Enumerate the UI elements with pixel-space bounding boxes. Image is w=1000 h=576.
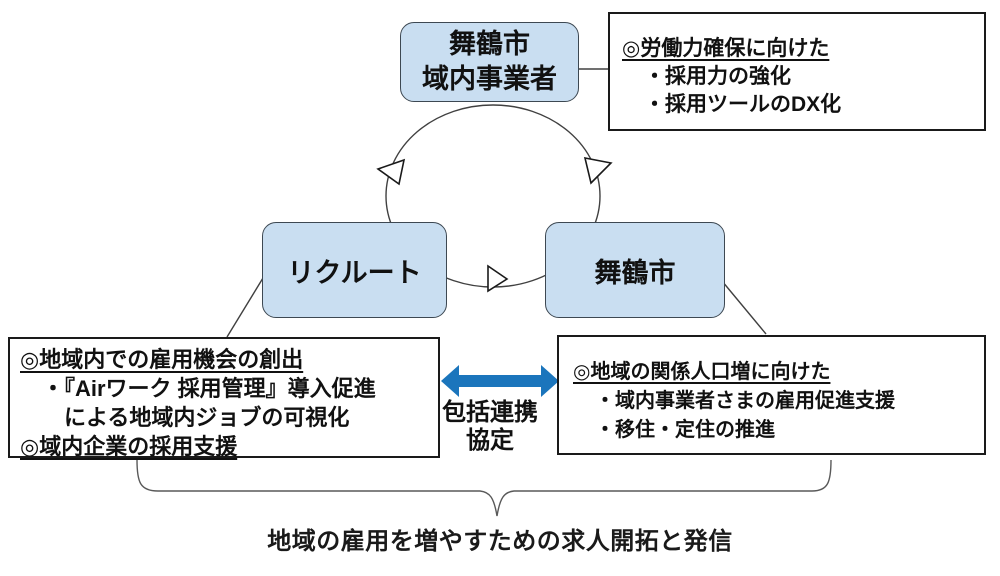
note-bullet: ・域内事業者さまの雇用促進支援 — [595, 390, 895, 412]
cycle-arrowhead-bottom-icon — [487, 264, 509, 293]
connector-city-to-note — [721, 280, 767, 335]
note-bullet: ・採用力の強化 — [644, 65, 791, 88]
note-bullet: ・『Airワーク 採用管理』導入促進 — [42, 376, 376, 401]
node-label: 舞鶴市 — [594, 257, 676, 288]
node-maizuru-city: 舞鶴市 — [545, 222, 725, 318]
partnership-agreement-label: 包括連携 協定 — [426, 399, 554, 455]
bottom-brace — [136, 459, 832, 517]
note-heading: ◎地域の関係人口増に向けた — [573, 361, 831, 383]
note-heading: ◎域内企業の採用支援 — [20, 434, 238, 459]
cycle-arrowhead-right-icon — [583, 156, 613, 185]
note-heading: ◎地域内での雇用機会の創出 — [20, 347, 304, 372]
connector-recruit-to-note — [226, 277, 264, 338]
node-label-line: 域内事業者 — [422, 64, 557, 94]
note-employment-creation: ◎地域内での雇用機会の創出 ・『Airワーク 採用管理』導入促進 による地域内ジ… — [8, 337, 440, 459]
diagram-caption: 地域の雇用を増やすための求人開拓と発信 — [267, 528, 733, 555]
node-maizuru-area-businesses: 舞鶴市 域内事業者 — [400, 22, 579, 102]
partnership-label-line: 協定 — [466, 427, 514, 454]
cycle-arrowhead-left-icon — [376, 158, 406, 186]
partnership-label-line: 包括連携 — [442, 399, 538, 426]
node-label-line: 舞鶴市 — [449, 29, 530, 59]
note-bullet: ・採用ツールのDX化 — [644, 93, 842, 116]
note-bullet-continuation: による地域内ジョブの可視化 — [64, 405, 350, 430]
partnership-double-arrow-icon — [441, 365, 559, 397]
note-population-growth: ◎地域の関係人口増に向けた ・域内事業者さまの雇用促進支援 ・移住・定住の推進 — [557, 335, 986, 455]
node-label: リクルート — [287, 257, 422, 288]
note-labor-force: ◎労働力確保に向けた ・採用力の強化 ・採用ツールのDX化 — [608, 12, 986, 131]
node-recruit: リクルート — [262, 222, 447, 318]
note-heading: ◎労働力確保に向けた — [622, 37, 830, 60]
note-bullet: ・移住・定住の推進 — [595, 419, 775, 441]
